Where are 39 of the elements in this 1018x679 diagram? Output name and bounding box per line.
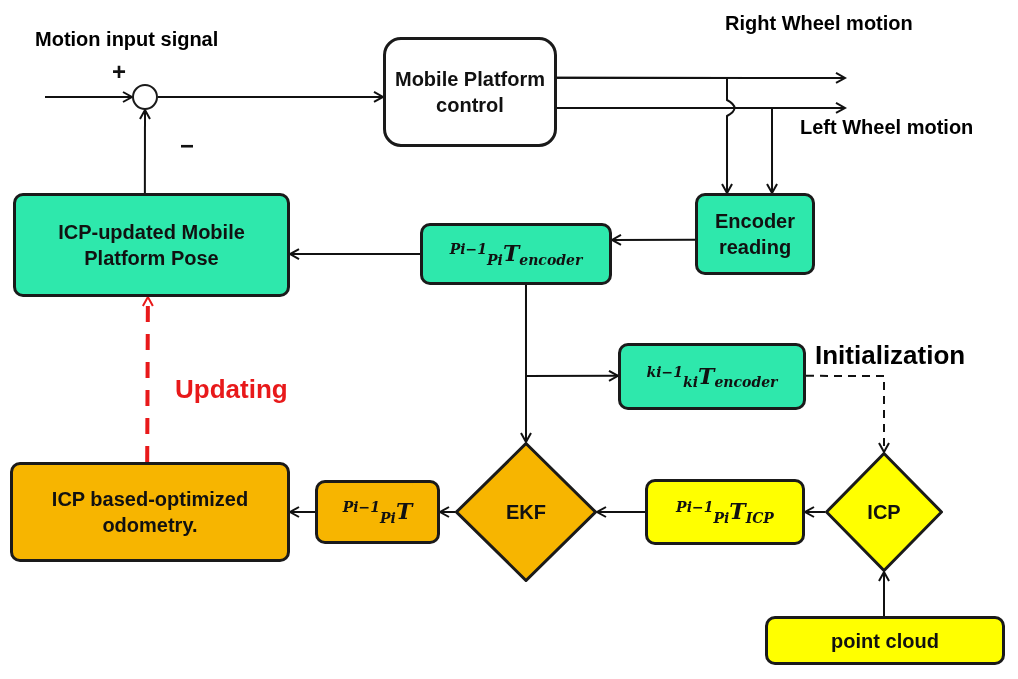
process-box bbox=[420, 223, 612, 285]
arrow bbox=[556, 76, 736, 194]
node-label: Mobile Platform control bbox=[394, 67, 546, 118]
arrow bbox=[139, 109, 151, 194]
node-label: Encoder reading bbox=[714, 209, 796, 260]
edge-label: Initialization bbox=[815, 339, 966, 372]
process-box bbox=[618, 343, 806, 410]
node-label: EKF bbox=[505, 500, 547, 525]
edge-label: Right Wheel motion bbox=[725, 11, 913, 36]
dashed-arrow bbox=[805, 374, 890, 453]
process-box bbox=[10, 462, 290, 562]
arrow bbox=[878, 571, 890, 617]
arrow bbox=[611, 233, 696, 246]
arrow bbox=[596, 506, 646, 518]
arrow bbox=[289, 506, 316, 518]
arrow bbox=[525, 284, 619, 382]
node-label: ICP based-optimized odometry. bbox=[50, 487, 250, 538]
process-box bbox=[315, 480, 440, 544]
arrow bbox=[157, 90, 384, 103]
process-box bbox=[695, 193, 815, 275]
arrow bbox=[804, 506, 826, 518]
sign-label: + bbox=[112, 60, 126, 84]
node-label: ICP bbox=[866, 500, 902, 525]
arrow bbox=[439, 506, 456, 518]
process-box bbox=[645, 479, 805, 545]
arrow bbox=[44, 91, 133, 103]
dashed-arrow bbox=[141, 296, 154, 462]
process-box bbox=[383, 37, 557, 147]
edge-label: Motion input signal bbox=[35, 27, 219, 52]
process-box bbox=[13, 193, 290, 297]
process-box bbox=[765, 616, 1005, 665]
edge-label: Left Wheel motion bbox=[800, 115, 974, 140]
sign-label: − bbox=[180, 134, 194, 158]
node-label: ICP-updated Mobile Platform Pose bbox=[57, 220, 246, 271]
node-label: point cloud bbox=[830, 628, 940, 654]
arrow bbox=[289, 248, 421, 261]
summing-junction bbox=[132, 84, 158, 110]
edge-label: Updating bbox=[175, 373, 288, 406]
arrow bbox=[556, 106, 779, 194]
